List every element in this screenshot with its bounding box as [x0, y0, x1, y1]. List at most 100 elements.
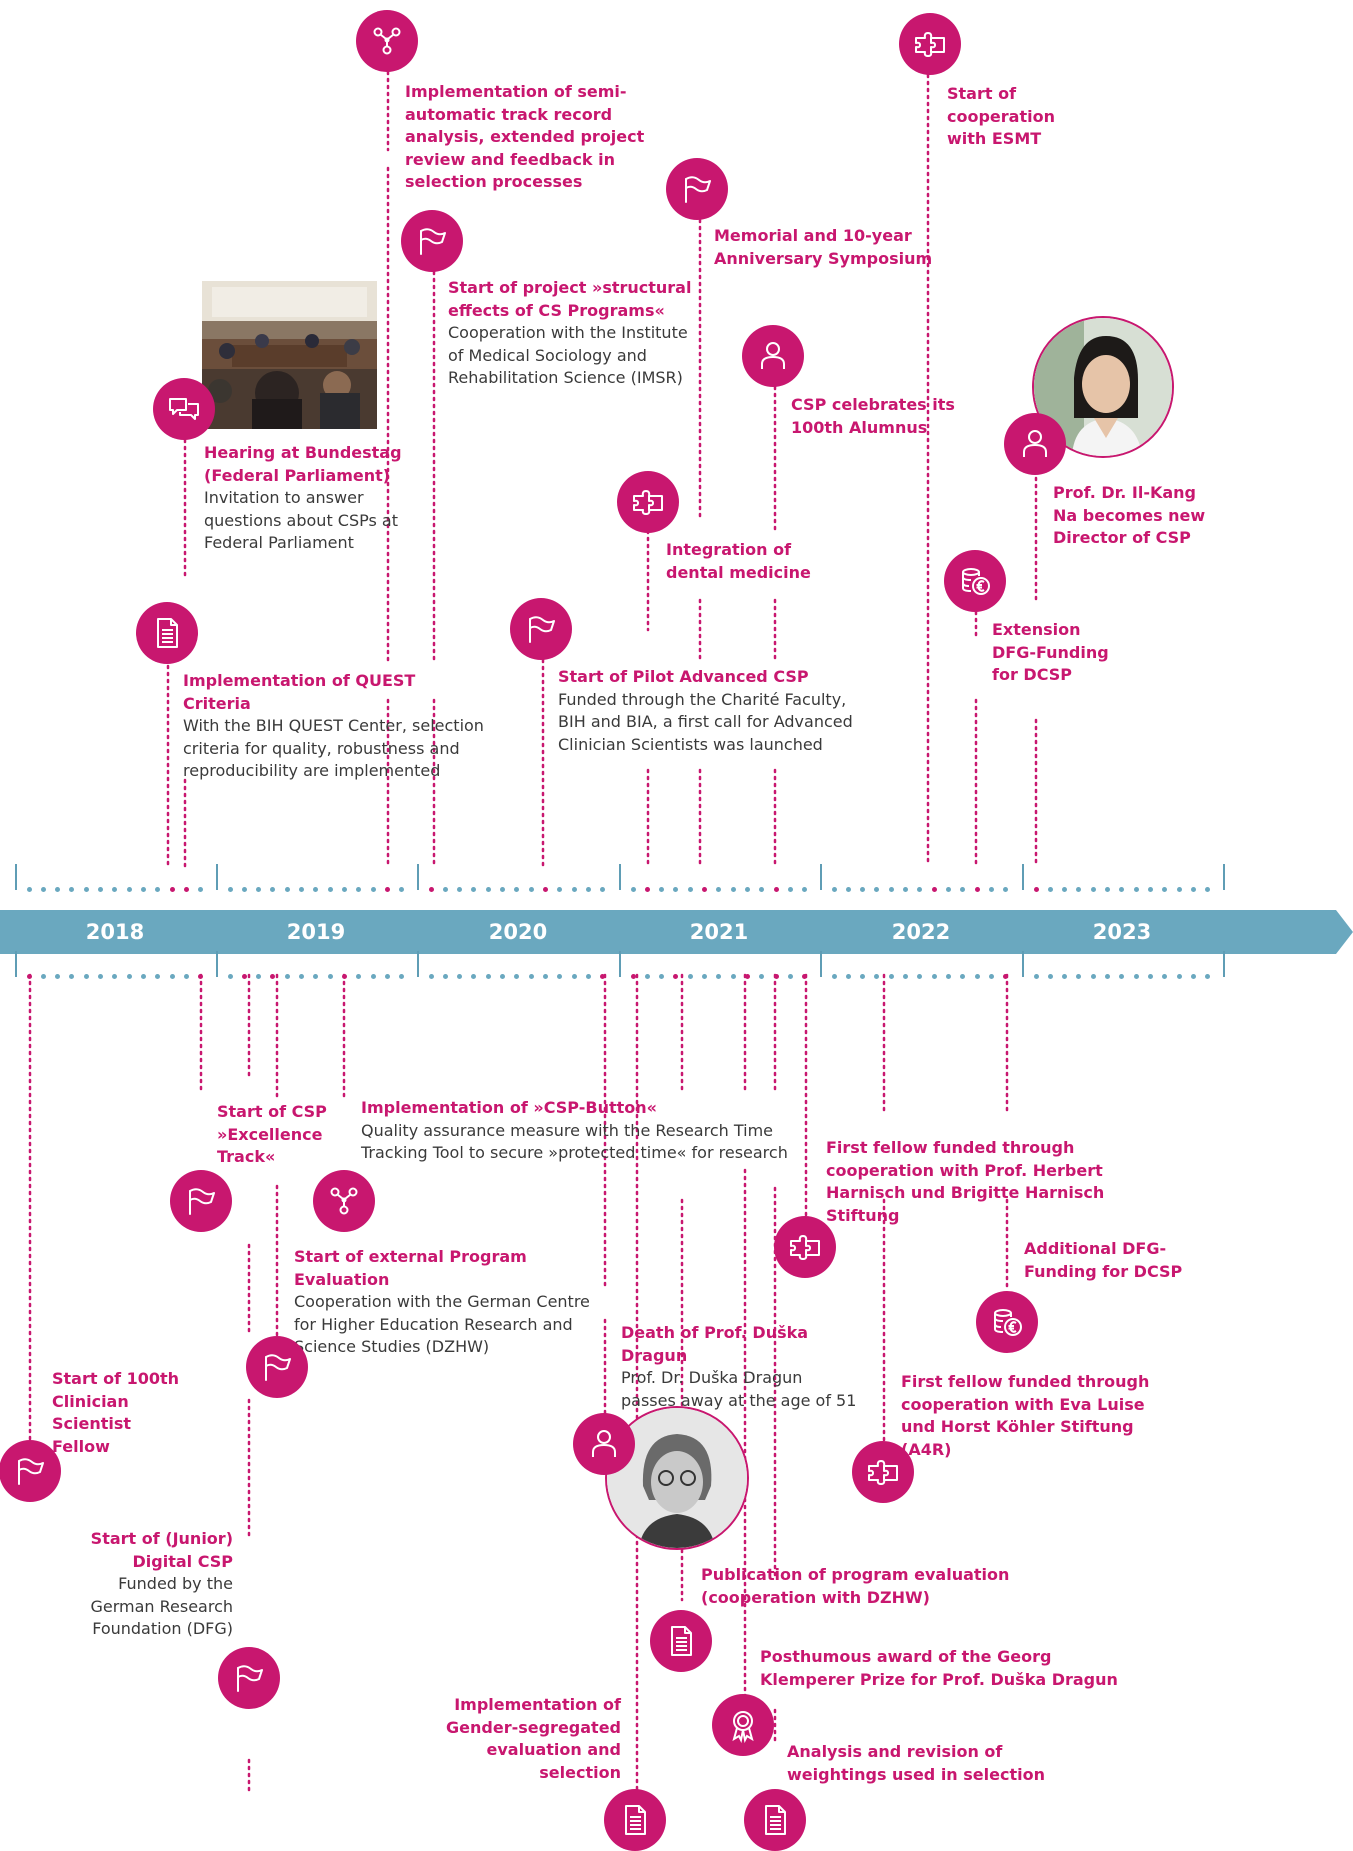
puzzle-icon — [774, 1216, 836, 1278]
event-title: Implementation of QUEST Criteria — [183, 671, 416, 713]
timeline-dot — [673, 973, 679, 979]
award-icon — [712, 1694, 774, 1756]
timeline-dot — [399, 886, 405, 892]
timeline-dot — [1105, 973, 1110, 979]
timeline-dot — [988, 973, 994, 979]
timeline-dot — [1047, 886, 1053, 892]
event-title: Integration of dental medicine — [666, 540, 811, 582]
year-separator-tick — [15, 951, 17, 977]
timeline-dot — [759, 886, 765, 892]
timeline-dot — [600, 973, 606, 979]
timeline-dot — [702, 886, 707, 892]
event-klemperer-prize: Posthumous award of the Georg Klemperer … — [760, 1646, 1130, 1691]
person-icon — [573, 1413, 635, 1475]
person-icon — [1004, 413, 1066, 475]
event-title: Extension DFG-Funding for DCSP — [992, 620, 1109, 684]
timeline-dot — [83, 886, 89, 892]
timeline-dot — [384, 973, 390, 979]
timeline-dot — [40, 973, 46, 979]
timeline-dot — [988, 886, 994, 892]
timeline-dot — [140, 886, 146, 892]
timeline-dot — [256, 886, 262, 892]
timeline-dot — [630, 973, 636, 979]
timeline-dot — [471, 973, 477, 979]
year-separator-tick — [619, 864, 621, 890]
event-new-director: Prof. Dr. Il-Kang Na becomes new Directo… — [1053, 482, 1223, 550]
timeline-dot — [341, 973, 347, 979]
event-description: Cooperation with the German Centre for H… — [294, 1292, 590, 1356]
timeline-dot — [327, 973, 333, 979]
timeline-dot — [831, 886, 837, 892]
timeline-dot — [960, 886, 966, 892]
timeline-dot — [183, 973, 189, 979]
timeline-dot — [659, 973, 665, 979]
timeline-dot — [1003, 886, 1009, 892]
timeline-arrow-tip — [1336, 910, 1353, 954]
puzzle-icon — [899, 13, 961, 75]
timeline-dot — [974, 973, 980, 979]
event-evaluation-publication: Publication of program evaluation (coope… — [701, 1564, 1021, 1609]
timeline-dot — [1003, 973, 1009, 979]
timeline-dot — [1062, 886, 1068, 892]
speech-bubbles-icon — [153, 378, 215, 440]
timeline-dot — [126, 973, 132, 979]
event-death-dragun: Death of Prof. Duška Dragun Prof. Dr. Du… — [621, 1322, 861, 1412]
timeline-dot — [659, 886, 665, 892]
timeline-dot — [831, 973, 837, 979]
event-description: Cooperation with the Institute of Medica… — [448, 323, 688, 387]
flag-icon — [246, 1336, 308, 1398]
event-description: Invitation to answer questions about CSP… — [204, 488, 398, 552]
timeline-dot — [542, 973, 548, 979]
timeline-dot — [1133, 973, 1139, 979]
event-title: CSP celebrates its 100th Alumnus — [791, 395, 955, 437]
document-icon — [650, 1610, 712, 1672]
event-title: First fellow funded through cooperation … — [826, 1138, 1105, 1225]
timeline-dot — [155, 973, 161, 979]
timeline-dot — [370, 973, 376, 979]
timeline-dot — [169, 973, 175, 979]
event-description: Funded by the German Research Foundation… — [90, 1574, 233, 1638]
year-separator-tick — [1223, 951, 1225, 977]
timeline-dot — [744, 886, 750, 892]
timeline-dot — [730, 973, 736, 979]
timeline-dot — [69, 973, 75, 979]
timeline-dot — [557, 886, 563, 892]
timeline-dot — [845, 886, 851, 892]
event-100th-alumnus: CSP celebrates its 100th Alumnus — [791, 394, 961, 439]
timeline-dot — [514, 973, 520, 979]
timeline-dot — [485, 886, 491, 892]
timeline-dot — [1033, 973, 1039, 979]
timeline-dot — [787, 886, 793, 892]
timeline-dot — [1076, 886, 1082, 892]
timeline-dot — [83, 973, 89, 979]
year-label-2018: 2018 — [85, 920, 145, 944]
year-separator-tick — [1022, 864, 1024, 890]
event-dfg-extension: Extension DFG-Funding for DCSP — [992, 619, 1122, 687]
timeline-dot — [55, 973, 61, 979]
year-separator-tick — [417, 951, 419, 977]
event-external-evaluation: Start of external Program Evaluation Coo… — [294, 1246, 604, 1359]
timeline-dot — [917, 973, 923, 979]
timeline-dot — [1062, 973, 1068, 979]
timeline-dot — [514, 886, 520, 892]
timeline-dot — [457, 886, 463, 892]
euro-coins-icon — [944, 550, 1006, 612]
timeline-dot — [198, 886, 204, 892]
timeline-dot — [1119, 886, 1125, 892]
timeline-dot — [860, 886, 866, 892]
timeline-dot — [1147, 973, 1153, 979]
timeline-dot — [1162, 886, 1168, 892]
document-icon — [604, 1789, 666, 1851]
timeline-dot — [528, 886, 534, 892]
event-weightings-revision: Analysis and revision of weightings used… — [787, 1741, 1047, 1786]
year-separator-tick — [1223, 864, 1225, 890]
event-koehler-fellow: First fellow funded through cooperation … — [901, 1371, 1181, 1461]
event-anniversary-symposium: Memorial and 10-year Anniversary Symposi… — [714, 225, 944, 270]
timeline-dot — [241, 886, 247, 892]
event-title: Hearing at Bundestag (Federal Parliament… — [204, 443, 402, 485]
timeline-dot — [140, 973, 146, 979]
event-title: First fellow funded through cooperation … — [901, 1372, 1150, 1459]
timeline-dot — [845, 973, 851, 979]
timeline-dot — [759, 973, 765, 979]
